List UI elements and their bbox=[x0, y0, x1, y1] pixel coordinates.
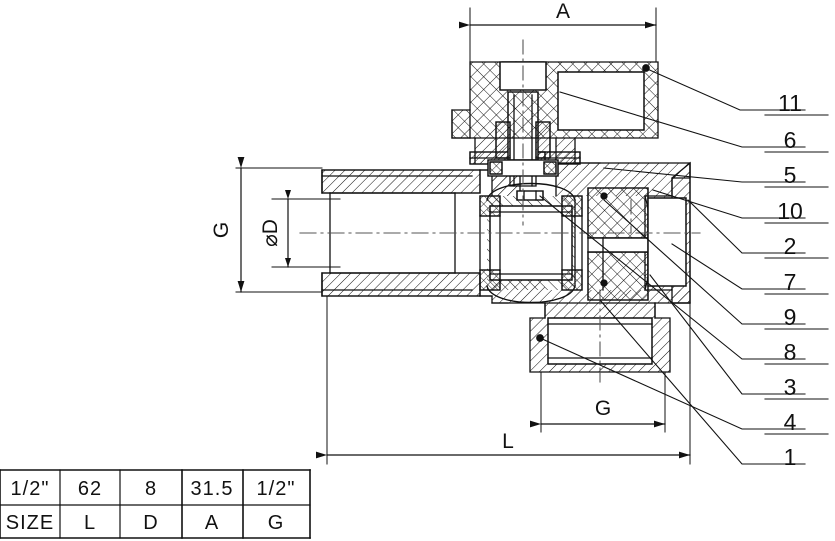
dim-label-L: L bbox=[502, 430, 514, 453]
dim-label-G-bottom: G bbox=[595, 397, 611, 420]
leader-10 bbox=[652, 189, 806, 219]
table-header-size: SIZE bbox=[6, 512, 54, 534]
callout-8: 8 bbox=[784, 339, 797, 365]
leader-5 bbox=[603, 167, 806, 183]
spec-table-grid bbox=[0, 469, 311, 539]
dim-label-G-vertical: G bbox=[210, 222, 233, 238]
dimension-G-bottom bbox=[530, 371, 666, 433]
ball-seat-right bbox=[561, 195, 583, 291]
seal-cartridge-crosshatch bbox=[587, 187, 649, 301]
leader-3 bbox=[649, 274, 806, 395]
dimension-L bbox=[316, 295, 691, 465]
callout-5: 5 bbox=[784, 162, 797, 188]
callout-underlines bbox=[764, 114, 829, 435]
leader-2 bbox=[687, 199, 806, 254]
dimension-A bbox=[459, 7, 657, 63]
table-header-L: L bbox=[84, 512, 96, 534]
callout-9: 9 bbox=[784, 304, 797, 330]
callout-3: 3 bbox=[784, 374, 797, 400]
leader-lines bbox=[539, 67, 806, 465]
table-header-A: A bbox=[205, 512, 219, 534]
callout-4: 4 bbox=[784, 409, 797, 435]
dimension-G-vertical bbox=[235, 157, 323, 293]
table-cell-G-value: 1/2" bbox=[257, 478, 296, 500]
outlet-bore bbox=[647, 197, 687, 287]
dim-label-A: A bbox=[556, 0, 570, 23]
valve-ball bbox=[486, 182, 576, 304]
table-cell-size-value: 1/2" bbox=[11, 478, 50, 500]
leader-6 bbox=[559, 91, 806, 148]
table-header-G: G bbox=[268, 512, 285, 534]
callout-7: 7 bbox=[784, 269, 797, 295]
table-cell-D-value: 8 bbox=[145, 478, 157, 500]
callout-1: 1 bbox=[784, 444, 797, 470]
leader-9 bbox=[603, 199, 806, 325]
leader-11 bbox=[644, 67, 806, 111]
leader-4 bbox=[539, 337, 806, 430]
dimension-OD bbox=[271, 190, 341, 268]
leader-7 bbox=[671, 243, 806, 290]
table-cell-A-value: 31.5 bbox=[191, 478, 234, 500]
callout-11: 11 bbox=[778, 90, 802, 116]
leader-8 bbox=[539, 195, 806, 360]
table-header-D: D bbox=[143, 512, 158, 534]
packing-gland bbox=[487, 159, 559, 177]
inlet-pipe-section bbox=[321, 162, 509, 304]
bottom-outlet-port bbox=[529, 302, 671, 373]
callout-6: 6 bbox=[784, 127, 797, 153]
text-layer: A G ⌀D G L 11 6 5 10 2 7 9 8 3 4 1 1/2" … bbox=[6, 0, 803, 534]
callout-10: 10 bbox=[777, 198, 803, 224]
lever-handle bbox=[451, 61, 659, 139]
callout-2: 2 bbox=[784, 233, 797, 259]
ball-seat-left bbox=[479, 195, 501, 291]
table-cell-L-value: 62 bbox=[78, 478, 102, 500]
dim-label-OD: ⌀D bbox=[259, 219, 282, 247]
leader-1 bbox=[599, 299, 806, 465]
